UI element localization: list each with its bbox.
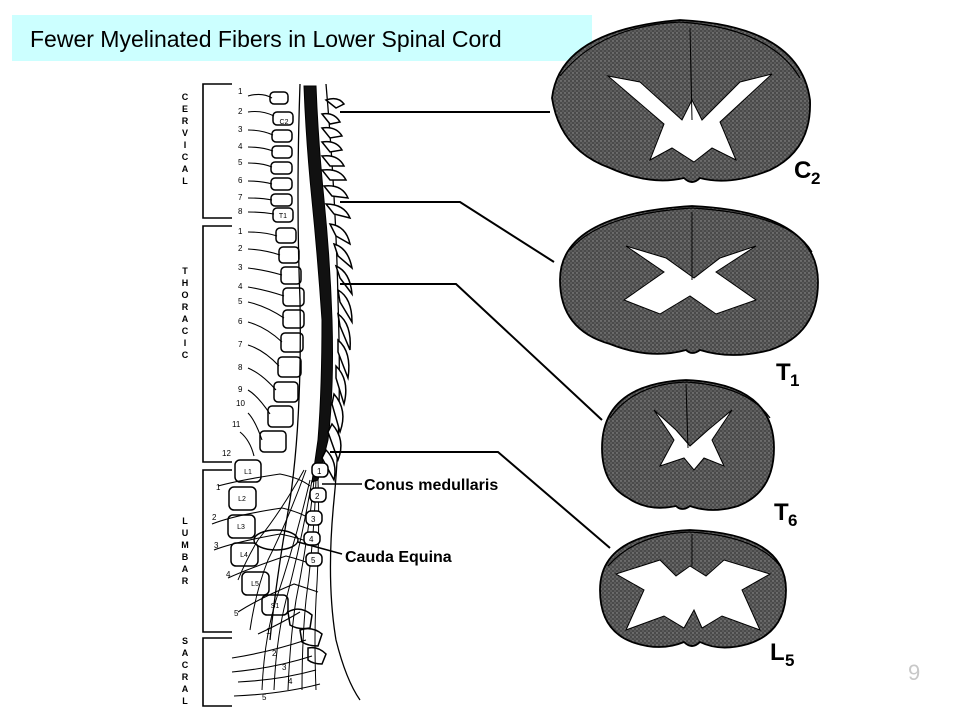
cauda-equina-label: Cauda Equina <box>345 549 452 566</box>
posterior-numbers: 1 2 3 4 5 <box>309 467 322 565</box>
vertebra-labels: C2 T1 L1 L2 L3 L4 L5 S1 <box>237 119 288 610</box>
cervical-num-2: 2 <box>238 107 243 116</box>
posterior-num-3: 3 <box>311 515 316 524</box>
cross-section-l5 <box>599 529 787 649</box>
cervical-num-8: 8 <box>238 207 243 216</box>
cervical-num-1: 1 <box>238 87 243 96</box>
label-t1-sub: 1 <box>790 371 799 390</box>
cervical-num-3: 3 <box>238 125 243 134</box>
cross-section-t6 <box>601 379 775 511</box>
lumbar-num-5: 5 <box>234 609 239 618</box>
label-c2: C2 <box>280 119 289 126</box>
thoracic-num-4: 4 <box>238 282 243 291</box>
thoracic-num-7: 7 <box>238 340 243 349</box>
page-number: 9 <box>908 660 921 685</box>
thoracic-num-10: 10 <box>236 399 245 408</box>
cauda-equina-ellipse <box>253 529 299 551</box>
label-c2-sub: 2 <box>811 169 820 188</box>
sacral-bracket <box>202 637 232 707</box>
sacral-num-5: 5 <box>262 693 267 702</box>
label-t1: T1 <box>279 213 287 220</box>
thoracic-num-8: 8 <box>238 363 243 372</box>
sacral-num-4: 4 <box>288 677 293 686</box>
spinal-nerves <box>211 93 321 697</box>
thoracic-num-5: 5 <box>238 297 243 306</box>
lumbar-num-1: 1 <box>216 483 221 492</box>
lumbar-num-3: 3 <box>214 541 219 550</box>
cervical-num-5: 5 <box>238 158 243 167</box>
lumbar-num-2: 2 <box>212 513 217 522</box>
connector-t6 <box>340 283 603 421</box>
thoracic-num-1: 1 <box>238 227 243 236</box>
thoracic-num-12: 12 <box>222 449 231 458</box>
cauda-leader <box>297 541 343 555</box>
slide-title: Fewer Myelinated Fibers in Lower Spinal … <box>12 15 592 61</box>
cervical-num-6: 6 <box>238 176 243 185</box>
conus-medullaris-label: Conus medullaris <box>364 477 498 494</box>
thoracic-num-11: 11 <box>232 420 241 429</box>
thoracic-num-2: 2 <box>238 244 243 253</box>
label-c2-letter: C <box>794 157 811 184</box>
label-l2: L2 <box>238 496 246 503</box>
dural-sac <box>269 83 361 701</box>
sacral-num-3: 3 <box>282 663 287 672</box>
thoracic-num-6: 6 <box>238 317 243 326</box>
region-brackets <box>202 83 232 707</box>
connector-t1 <box>340 201 555 263</box>
nerve-numbers: 1 2 3 4 5 6 7 8 1 2 3 4 5 6 7 8 9 10 11 … <box>212 87 293 702</box>
cervical-bracket <box>202 83 232 219</box>
connector-l5 <box>330 451 611 549</box>
label-s1: S1 <box>271 603 280 610</box>
posterior-num-5: 5 <box>311 556 316 565</box>
sacral-num-2: 2 <box>272 649 277 658</box>
thoracic-num-9: 9 <box>238 385 243 394</box>
label-l5: L5 <box>251 581 259 588</box>
posterior-num-1: 1 <box>317 467 322 476</box>
section-connectors <box>330 111 611 549</box>
posterior-num-4: 4 <box>309 535 314 544</box>
posterior-num-2: 2 <box>315 492 320 501</box>
label-l1: L1 <box>244 469 252 476</box>
lumbar-bracket <box>202 469 232 633</box>
section-labels: C 2 T 1 T 6 L 5 <box>770 157 820 670</box>
label-t6-letter: T <box>774 499 789 526</box>
cervical-num-7: 7 <box>238 193 243 202</box>
label-l5-sub: 5 <box>785 651 794 670</box>
spinous-processes <box>303 97 354 567</box>
thoracic-num-3: 3 <box>238 263 243 272</box>
label-t1-letter: T <box>776 359 791 386</box>
cross-section-t1 <box>559 205 819 356</box>
thoracic-bracket <box>202 225 232 463</box>
lumbar-num-4: 4 <box>226 570 231 579</box>
label-l5-letter: L <box>770 639 785 666</box>
label-l4: L4 <box>240 552 248 559</box>
cross-section-c2 <box>551 19 811 183</box>
label-t6-sub: 6 <box>788 511 797 530</box>
label-l3: L3 <box>237 524 245 531</box>
cervical-num-4: 4 <box>238 142 243 151</box>
